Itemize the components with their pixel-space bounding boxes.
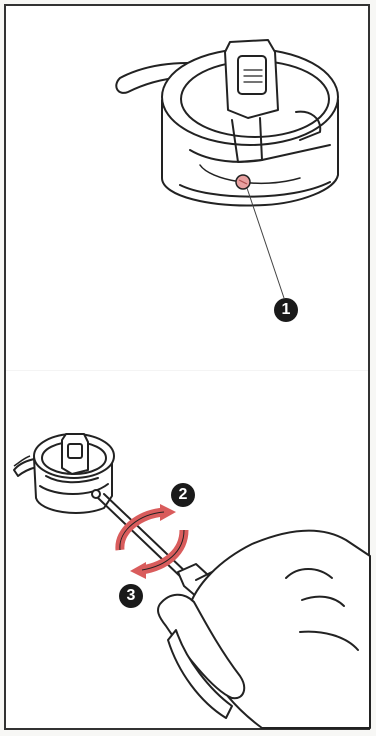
bobbin-case-top xyxy=(116,40,338,205)
callout-2-tighten: 2 xyxy=(171,483,195,507)
rotation-arrow-icon xyxy=(120,504,184,579)
callout-3-loosen: 3 xyxy=(119,584,143,608)
callout-1-screw: 1 xyxy=(274,298,298,322)
set-screw-icon xyxy=(236,175,250,189)
hand xyxy=(158,531,370,728)
bobbin-case-bottom xyxy=(14,434,114,513)
